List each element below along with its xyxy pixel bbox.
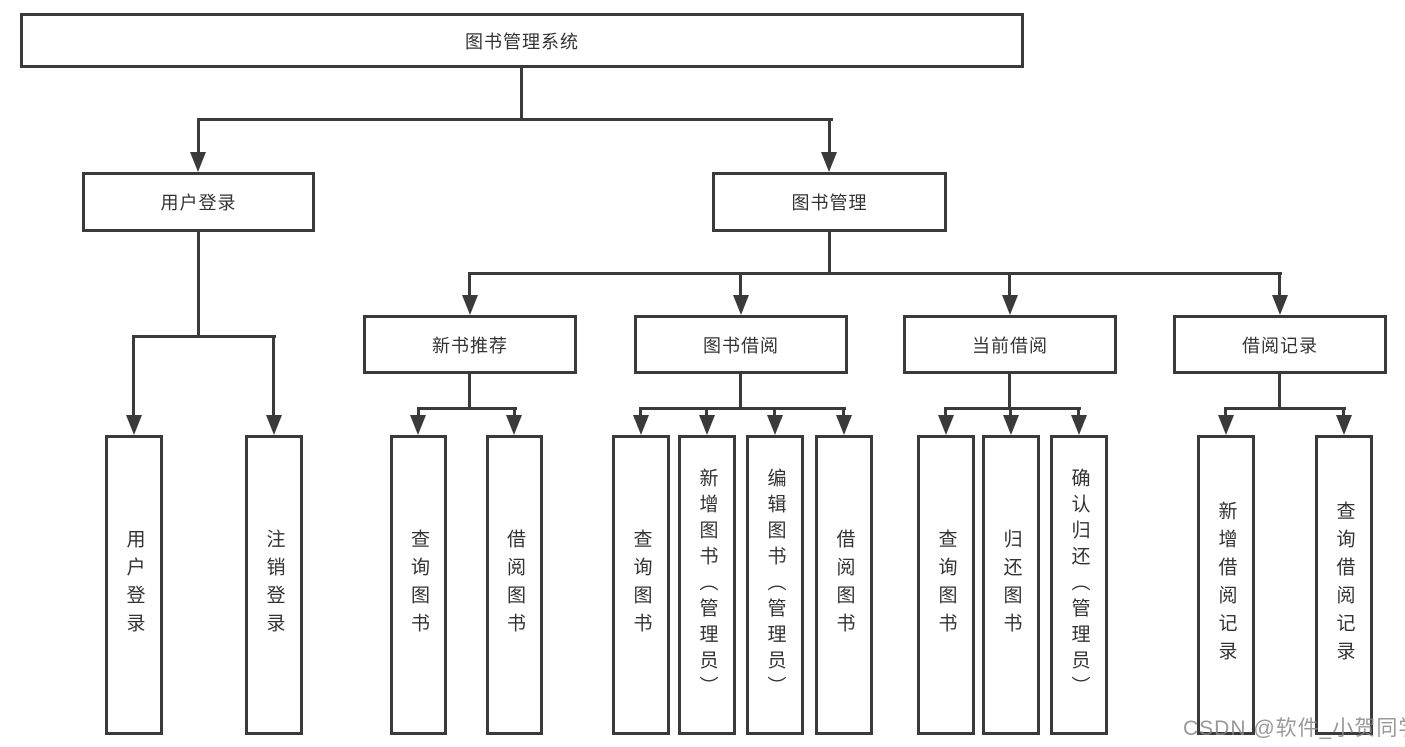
node-book-borrow: 图书借阅 [634, 315, 848, 374]
leaf-user-login-label: 用户登录 [123, 529, 145, 641]
node-book-mgmt-label: 图书管理 [791, 193, 868, 213]
connector-to-bb-borrow [842, 407, 845, 417]
connector-to-bb-edit [773, 407, 776, 417]
arrow-down-icon [836, 415, 852, 435]
leaf-nb-query-books: 查询图书 [390, 435, 447, 735]
leaf-rec-query-record: 查询借阅记录 [1315, 435, 1373, 735]
connector-to-nb-query [417, 407, 420, 417]
node-root-label: 图书管理系统 [465, 31, 579, 52]
connector-to-nb-borrow [513, 407, 516, 417]
arrow-down-icon [506, 415, 522, 435]
connector-user-login-stub [197, 231, 200, 338]
connector-to-current-borrow [1008, 272, 1011, 298]
leaf-cb-return-books-label: 归还图书 [1000, 529, 1022, 641]
arrow-down-icon [699, 415, 715, 435]
leaf-bb-add-books-admin: 新增图书（管理员） [678, 435, 736, 735]
connector-borrow-records-stub [1278, 372, 1281, 410]
connector-to-borrow-records [1278, 272, 1281, 298]
connector-to-book-borrow [739, 272, 742, 298]
connector-to-bb-query [639, 407, 642, 417]
arrow-down-icon [1336, 415, 1352, 435]
arrow-down-icon [266, 415, 282, 435]
arrow-down-icon [1218, 415, 1234, 435]
leaf-rec-add-record-label: 新增借阅记录 [1215, 501, 1237, 669]
leaf-nb-query-books-label: 查询图书 [408, 529, 429, 641]
arrow-down-icon [190, 152, 206, 172]
csdn-watermark: CSDN @软件_小贺同学 [1183, 717, 1405, 740]
connector-to-rec-add [1224, 407, 1227, 417]
arrow-down-icon [126, 415, 142, 435]
connector-borrow-records-bar [1224, 407, 1346, 410]
leaf-bb-add-books-admin-label: 新增图书（管理员） [696, 468, 718, 702]
leaf-bb-edit-books-admin: 编辑图书（管理员） [746, 435, 804, 735]
arrow-down-icon [821, 152, 837, 172]
node-user-login-label: 用户登录 [160, 193, 237, 213]
leaf-bb-query-books-label: 查询图书 [630, 529, 652, 641]
leaf-bb-borrow-books-label: 借阅图书 [833, 529, 855, 641]
node-borrow-records-label: 借阅记录 [1242, 335, 1318, 356]
connector-root-to-book-mgmt [828, 118, 831, 156]
leaf-cb-confirm-return-admin: 确认归还（管理员） [1050, 435, 1108, 735]
node-current-borrow-label: 当前借阅 [972, 335, 1048, 356]
leaf-rec-add-record: 新增借阅记录 [1197, 435, 1255, 735]
connector-current-borrow-bar [944, 407, 1081, 410]
connector-book-borrow-stub [739, 372, 742, 410]
leaf-bb-borrow-books: 借阅图书 [815, 435, 873, 735]
leaf-user-login: 用户登录 [105, 435, 163, 735]
leaf-bb-edit-books-admin-label: 编辑图书（管理员） [764, 468, 786, 702]
connector-to-logout [272, 335, 275, 418]
connector-new-books-stub [468, 372, 471, 410]
leaf-logout: 注销登录 [245, 435, 303, 735]
connector-to-cb-confirm [1077, 407, 1080, 417]
node-new-books: 新书推荐 [363, 315, 577, 374]
arrow-down-icon [462, 295, 478, 315]
leaf-cb-query-books-label: 查询图书 [935, 529, 957, 641]
arrow-down-icon [733, 295, 749, 315]
arrow-down-icon [1003, 415, 1019, 435]
connector-book-borrow-bar [639, 407, 846, 410]
node-root: 图书管理系统 [20, 13, 1024, 68]
leaf-cb-return-books: 归还图书 [982, 435, 1040, 735]
arrow-down-icon [633, 415, 649, 435]
arrow-down-icon [410, 415, 426, 435]
leaf-rec-query-record-label: 查询借阅记录 [1333, 501, 1355, 669]
connector-to-new-books [468, 272, 471, 298]
leaf-nb-borrow-books: 借阅图书 [486, 435, 543, 735]
connector-root-stub [520, 66, 523, 120]
leaf-cb-confirm-return-admin-label: 确认归还（管理员） [1068, 468, 1090, 702]
connector-current-borrow-stub [1008, 372, 1011, 410]
arrow-down-icon [767, 415, 783, 435]
connector-to-rec-query [1342, 407, 1345, 417]
connector-book-mgmt-stub [828, 231, 831, 275]
node-book-borrow-label: 图书借阅 [703, 335, 779, 356]
node-current-borrow: 当前借阅 [903, 315, 1117, 374]
leaf-cb-query-books: 查询图书 [917, 435, 975, 735]
connector-to-bb-add [705, 407, 708, 417]
node-new-books-label: 新书推荐 [432, 335, 508, 356]
leaf-nb-borrow-books-label: 借阅图书 [504, 529, 525, 641]
arrow-down-icon [1272, 295, 1288, 315]
node-borrow-records: 借阅记录 [1173, 315, 1387, 374]
node-book-mgmt: 图书管理 [712, 172, 947, 232]
connector-to-cb-query [944, 407, 947, 417]
leaf-bb-query-books: 查询图书 [612, 435, 670, 735]
connector-to-login [132, 335, 135, 418]
arrow-down-icon [938, 415, 954, 435]
connector-root-bar [197, 118, 833, 121]
connector-user-login-bar [132, 335, 276, 338]
connector-root-to-user-login [197, 118, 200, 156]
arrow-down-icon [1002, 295, 1018, 315]
connector-to-cb-return [1009, 407, 1012, 417]
node-user-login: 用户登录 [82, 172, 315, 232]
connector-new-books-bar [417, 407, 517, 410]
leaf-logout-label: 注销登录 [263, 529, 285, 641]
connector-book-mgmt-bar [468, 272, 1282, 275]
arrow-down-icon [1071, 415, 1087, 435]
